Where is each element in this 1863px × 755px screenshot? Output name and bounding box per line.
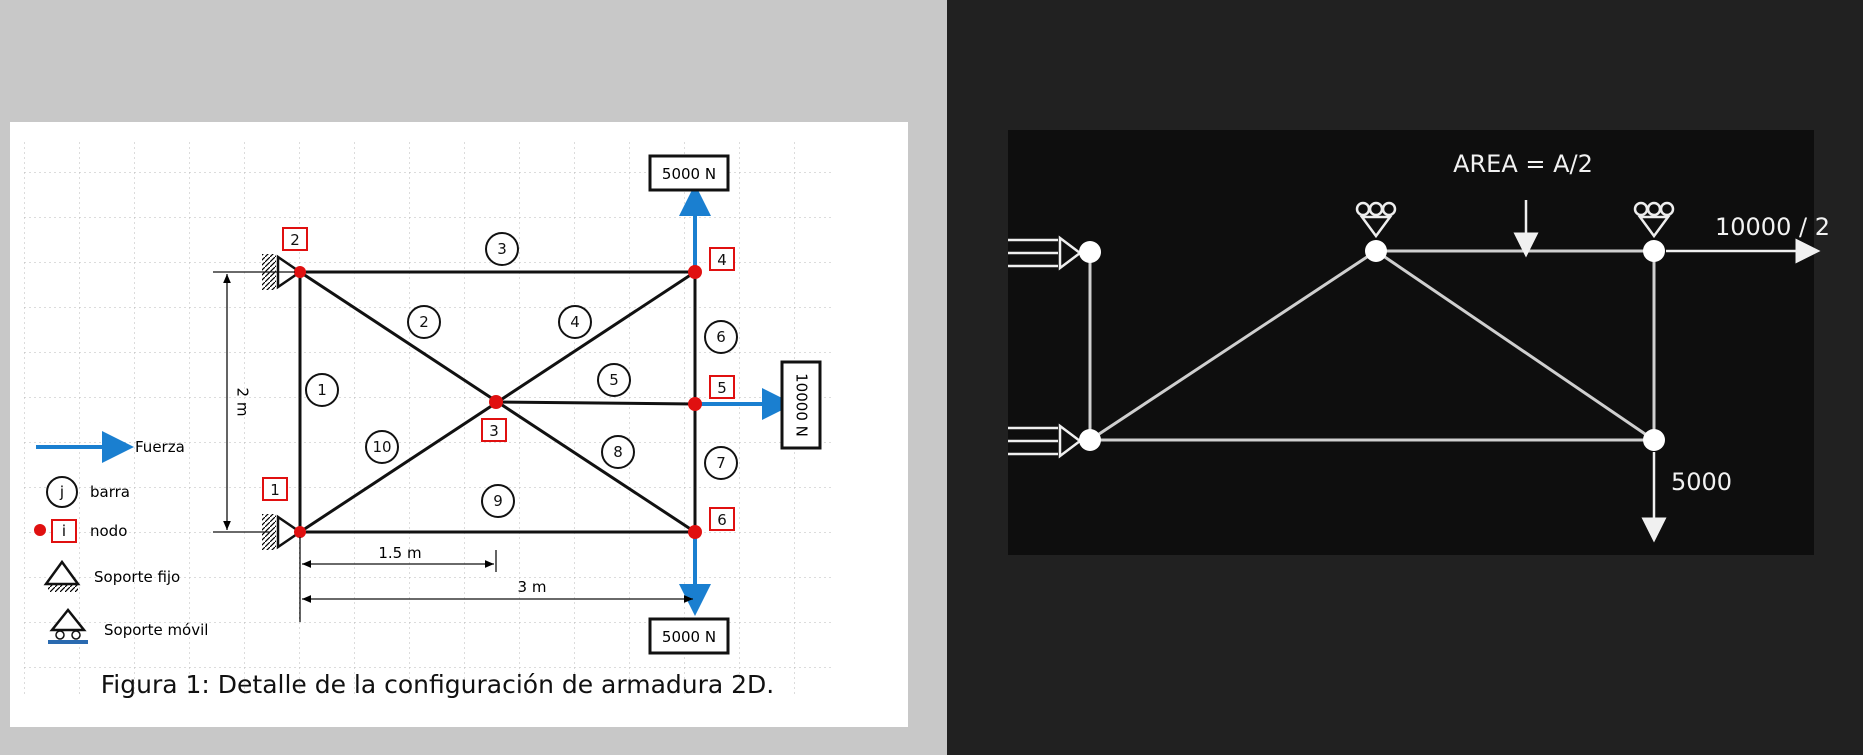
load-down-label: 5000 (1671, 468, 1732, 496)
dark-joint-bottom-left (1079, 429, 1101, 451)
dark-joint-top-left (1079, 241, 1101, 263)
truss-figure-left: 5000 N 5000 N 10000 N 1 2 3 4 (10, 122, 908, 727)
bar-label-circle-9 (481, 484, 515, 518)
bar-label-1: 1 (317, 381, 327, 399)
truss-nodes (294, 265, 702, 539)
bar-label-circle-4 (558, 305, 592, 339)
node-label-5: 5 (717, 379, 727, 397)
legend-node-label: nodo (90, 522, 127, 540)
dark-bar-right-diagonal (1375, 249, 1655, 442)
bar-label-circle-8 (601, 435, 635, 469)
dark-joint-top-right (1643, 240, 1665, 262)
node-label-box-6 (709, 507, 735, 531)
legend-bar-label: barra (90, 483, 130, 501)
dark-joint-top-middle (1365, 240, 1387, 262)
legend-fixed-support-icon (43, 559, 81, 592)
bar-label-circle-10 (365, 430, 399, 464)
node-label-6: 6 (717, 511, 727, 529)
bar-label-circle-7 (704, 446, 738, 480)
figure-caption: Figura 1: Detalle de la configuración de… (100, 670, 775, 699)
node-label-4: 4 (717, 251, 727, 269)
bar-label-3: 3 (497, 240, 507, 258)
grid-background (24, 142, 834, 697)
node-6-dot (688, 525, 702, 539)
node-label-2: 2 (290, 231, 300, 249)
legend-roller-support-icon (48, 607, 88, 644)
bar-label-circle-3 (485, 232, 519, 266)
bar-label-circle-2 (407, 305, 441, 339)
dimension-label-half-width: 1.5 m (378, 544, 421, 562)
node-label-box-5 (709, 375, 735, 399)
force-label-top: 5000 N (662, 165, 716, 183)
truss-diagram: 5000 N 5000 N 10000 N 1 2 3 4 (24, 142, 834, 697)
truss-figure-right: AREA = A/2 10000 / 2 5000 (1008, 130, 1830, 555)
bar-label-circle-5 (597, 363, 631, 397)
dark-bar-left-diagonal (1089, 249, 1377, 442)
bar-label-10: 10 (372, 438, 391, 456)
bar-label-5: 5 (609, 371, 619, 389)
node-5-dot (688, 397, 702, 411)
legend-force-label: Fuerza (135, 438, 185, 456)
bar-label-9: 9 (493, 492, 503, 510)
legend-node-dot (34, 524, 46, 536)
node-label-box-3 (481, 418, 507, 442)
area-label: AREA = A/2 (1453, 150, 1593, 178)
node-3-dot (489, 395, 503, 409)
bar-label-2: 2 (419, 313, 429, 331)
dark-top-supports (1355, 201, 1675, 239)
legend-bar-symbol (46, 476, 78, 508)
dark-joints (1079, 240, 1665, 451)
truss-diagram-dark: AREA = A/2 10000 / 2 5000 (1008, 150, 1830, 543)
legend: Fuerza j barra i nodo Soporte fijo Sopor… (34, 431, 208, 644)
legend-bar-letter: j (59, 483, 64, 501)
force-box-bottom (648, 617, 730, 655)
node-1-dot (294, 526, 306, 538)
bar-label-7: 7 (716, 454, 726, 472)
node-4-dot (688, 265, 702, 279)
node-label-box-1 (262, 477, 288, 501)
node-label-box-4 (709, 247, 735, 271)
dark-joint-bottom-right (1643, 429, 1665, 451)
node-label-1: 1 (270, 481, 280, 499)
legend-node-box (51, 519, 77, 543)
legend-roller-support-label: Soporte móvil (104, 621, 208, 639)
node-2-dot (294, 266, 306, 278)
bar-label-6: 6 (716, 328, 726, 346)
node-label-box-2 (282, 227, 308, 251)
dimension-label-width: 3 m (518, 578, 547, 596)
bar-label-8: 8 (613, 443, 623, 461)
bar-5-line (495, 400, 696, 406)
node-label-3: 3 (489, 422, 499, 440)
bar-label-4: 4 (570, 313, 580, 331)
force-label-bottom: 5000 N (662, 628, 716, 646)
legend-node-letter: i (62, 522, 66, 540)
dark-left-supports (1008, 235, 1083, 459)
force-box-right (780, 360, 822, 450)
dark-truss-bars (1088, 249, 1656, 442)
bar-label-circle-6 (704, 320, 738, 354)
bar-label-circle-1 (305, 373, 339, 407)
load-right-label: 10000 / 2 (1715, 213, 1830, 241)
legend-fixed-support-label: Soporte fijo (94, 568, 180, 586)
force-label-right: 10000 N (793, 373, 811, 437)
force-box-top (648, 154, 730, 192)
dimension-label-height: 2 m (234, 388, 252, 417)
